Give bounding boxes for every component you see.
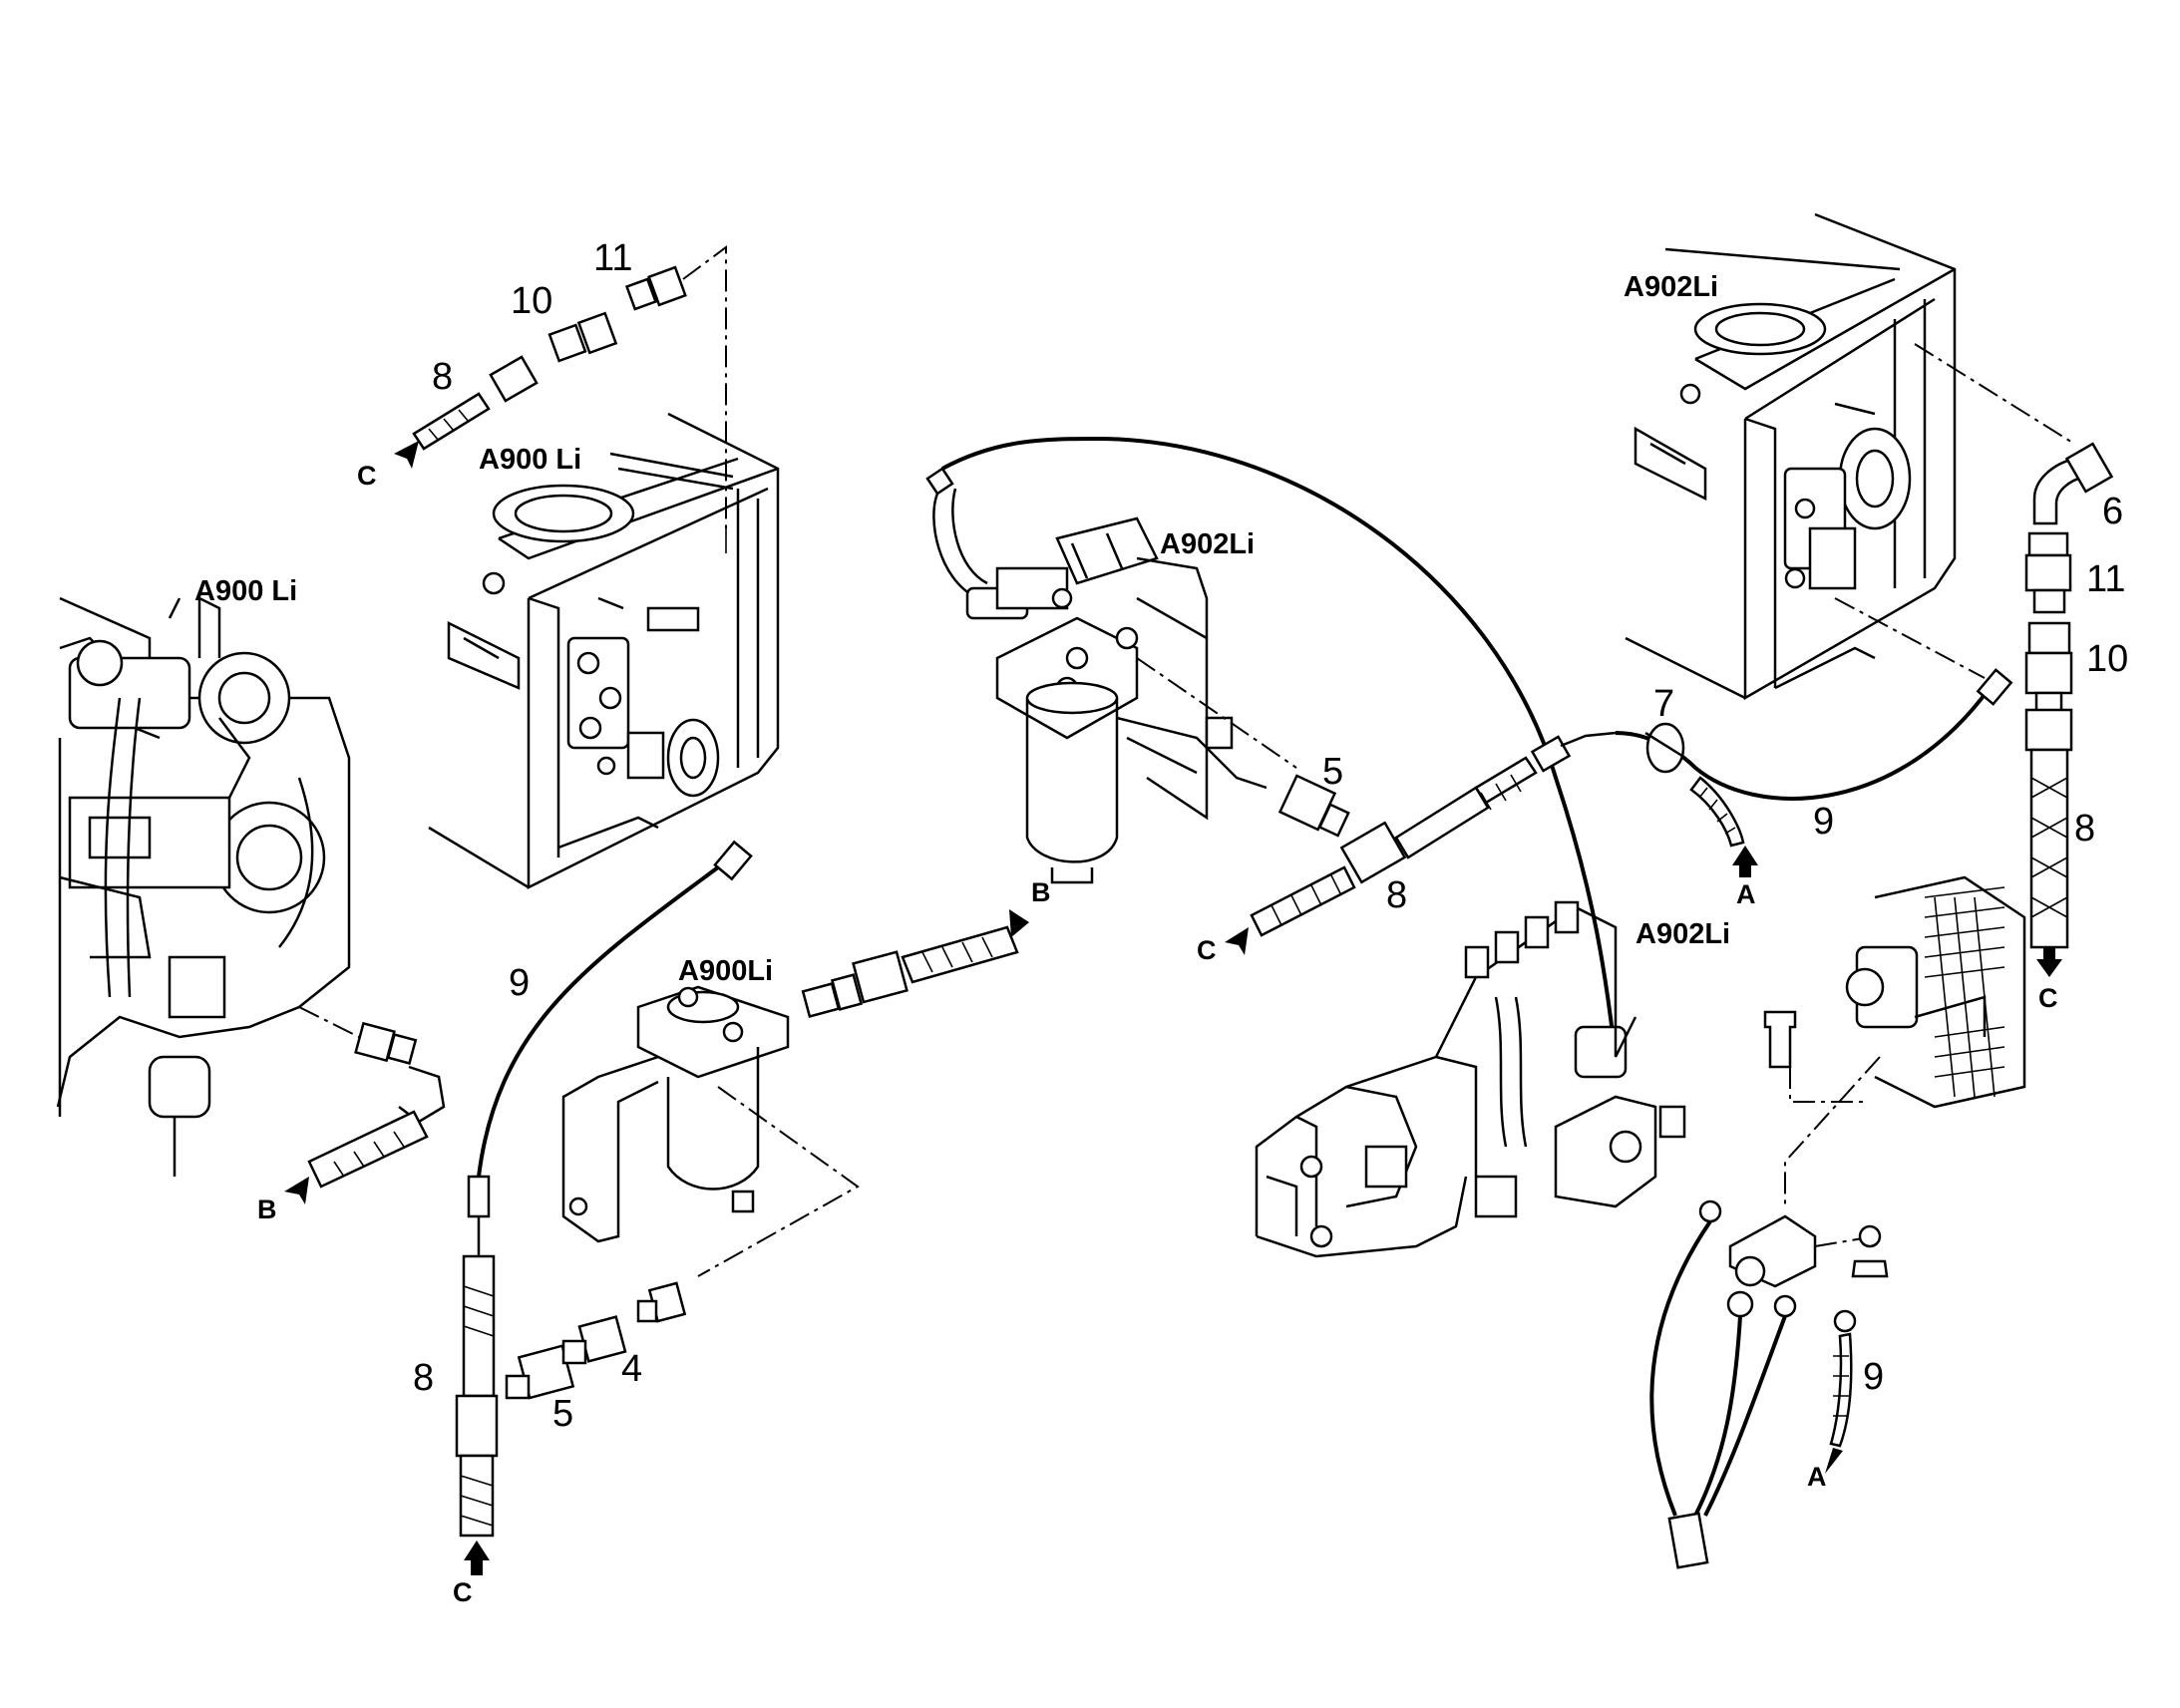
- injection-pump: [1255, 900, 1686, 1258]
- arrows: [284, 441, 2062, 1575]
- callout-8: 8: [432, 356, 453, 398]
- callout-7: 7: [1653, 683, 1674, 725]
- callout-5: 5: [552, 1393, 573, 1435]
- arrow-c-right: [2036, 947, 2062, 977]
- parts-group-top-left: [412, 245, 727, 553]
- fuel-tank-left: [428, 412, 780, 890]
- callout-10: 10: [2086, 638, 2128, 680]
- callout-5: 5: [1322, 751, 1343, 793]
- callout-4: 4: [621, 1348, 642, 1390]
- connector-letter-c: C: [357, 461, 377, 491]
- arrow-b-center: [1009, 909, 1029, 937]
- shutoff-solenoid: [1649, 875, 2026, 1569]
- cable-center: [1615, 668, 2013, 848]
- callout-9: 9: [509, 962, 530, 1004]
- arrow-a-center: [1732, 846, 1758, 877]
- callout-11: 11: [2086, 558, 2125, 600]
- fuel-tank-right: [1625, 212, 2075, 701]
- arrow-b-left: [284, 1177, 309, 1204]
- parts-group-bottom-left: [505, 1281, 687, 1400]
- parts-group-right: [2024, 442, 2114, 949]
- model-label-pump: A902Li: [1635, 918, 1730, 950]
- callout-8: 8: [1386, 874, 1407, 916]
- arrow-c-top-left: [394, 441, 419, 469]
- connector-letter-a: A: [1736, 879, 1756, 909]
- model-label-tank-right: A902Li: [1624, 271, 1718, 303]
- callout-10: 10: [511, 280, 552, 322]
- model-label-filter-small: A900Li: [678, 955, 773, 987]
- callout-6: 6: [2102, 491, 2123, 532]
- arrow-a-bottom-right: [1825, 1448, 1843, 1474]
- connector-letters: C B C B C A C A: [257, 461, 2058, 1607]
- fuel-filter-small: [561, 925, 1019, 1277]
- parts-group-engine-left: [298, 1006, 446, 1189]
- connector-letter-c: C: [2038, 983, 2058, 1013]
- callout-11: 11: [593, 237, 632, 279]
- connector-letter-c: C: [453, 1577, 473, 1607]
- engine-left: [56, 595, 351, 1177]
- callout-8: 8: [413, 1357, 434, 1399]
- callout-8: 8: [2074, 808, 2095, 850]
- model-labels: A900 Li A900 Li A900Li A902Li A902Li A90…: [194, 271, 1730, 987]
- arrow-c-bottom: [464, 1540, 490, 1575]
- connector-letter-b: B: [257, 1195, 277, 1224]
- cable-left: [455, 840, 753, 1537]
- hose-center: [1250, 731, 1617, 937]
- connector-letter-b: B: [1031, 877, 1051, 907]
- model-label-tank-left: A900 Li: [479, 444, 581, 476]
- fuel-filter-large: [925, 436, 1618, 1058]
- connector-letter-c: C: [1197, 935, 1217, 965]
- model-label-filter-large: A902Li: [1160, 528, 1255, 560]
- model-label-engine-left: A900 Li: [194, 575, 297, 607]
- callout-9: 9: [1863, 1356, 1884, 1398]
- callout-9: 9: [1813, 801, 1834, 843]
- connector-letter-a: A: [1807, 1462, 1827, 1492]
- callouts: 11 10 8 9 8 5 4 5 8 7 9 6 11 10 8 9: [413, 237, 2128, 1435]
- arrow-c-center: [1225, 927, 1249, 955]
